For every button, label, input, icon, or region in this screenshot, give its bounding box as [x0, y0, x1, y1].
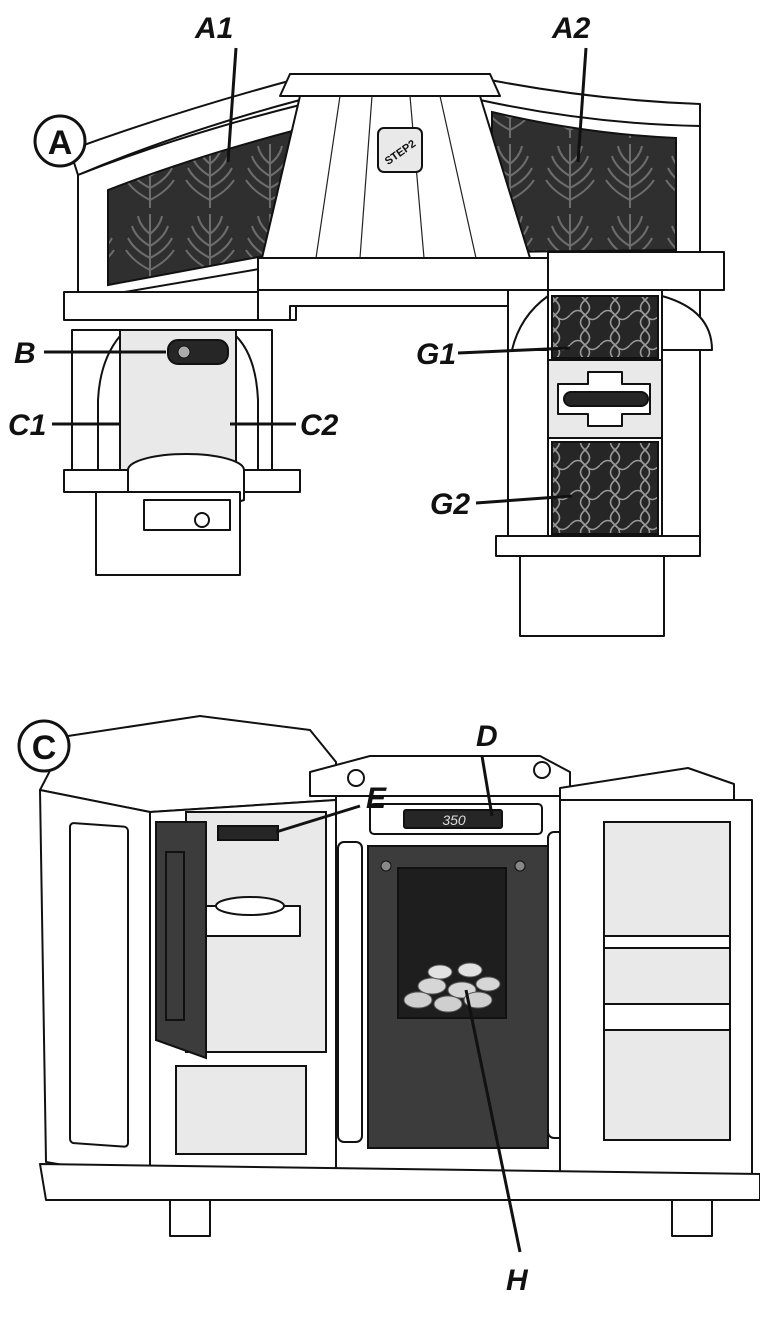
right-cabinet-shelf: [603, 1003, 731, 1031]
oven-cupcakes: [403, 962, 501, 1013]
right-cabinet-top: [559, 767, 735, 801]
center-shelf: [257, 289, 549, 321]
fridge-door-handle: [165, 851, 185, 1021]
label-c2: C2: [300, 409, 339, 442]
label-a1: A1: [194, 12, 233, 45]
label-g2: G2: [430, 488, 470, 521]
hutch-illustration: STEP2: [63, 73, 725, 637]
left-shelf: [63, 291, 297, 321]
step2-logo-badge: [377, 127, 423, 173]
right-cabinet-opening: [603, 821, 731, 1141]
base-plinth: [39, 1163, 760, 1201]
callout-a-letter: A: [48, 124, 73, 162]
tall-cabinet-side-panel: [69, 822, 129, 1148]
towel-bar-slot: [563, 391, 649, 407]
fridge-door: [155, 821, 207, 1060]
oven-left-trim: [337, 841, 363, 1143]
right-shelf: [547, 251, 725, 291]
leader-g2: [475, 494, 573, 505]
leader-e: [275, 804, 361, 834]
left-foot: [169, 1199, 211, 1237]
panel-a2: [491, 110, 677, 254]
label-a2: A2: [551, 12, 591, 45]
kitchen-base-illustration: 350: [39, 715, 760, 1237]
label-d: D: [476, 720, 498, 753]
right-bracket-left-column: [235, 335, 259, 471]
dispenser-control-b: [167, 339, 229, 365]
tile-panel-g2: [551, 441, 659, 535]
leader-a1: [226, 47, 238, 163]
callout-c-letter: C: [32, 729, 57, 767]
label-g1: G1: [416, 338, 456, 371]
leader-d: [480, 755, 494, 817]
leader-h: [464, 989, 522, 1253]
label-c1: C1: [8, 409, 46, 442]
ice-dispenser-e: [217, 825, 279, 841]
right-cabinet-upper-shelf: [603, 935, 731, 949]
lower-left-cubby: [175, 1065, 307, 1155]
right-foot: [671, 1199, 713, 1237]
dispenser-tray: [143, 499, 231, 531]
callout-a: A: [33, 114, 87, 168]
callout-c: C: [17, 719, 71, 773]
left-bracket: [97, 335, 121, 471]
fridge-cup: [215, 896, 285, 916]
dispenser-knob: [194, 512, 210, 528]
oven-display-d: [403, 809, 503, 829]
right-base-rail: [495, 535, 701, 557]
label-e: E: [366, 782, 387, 815]
stovetop: [309, 755, 571, 797]
right-col-right-bracket: [661, 295, 713, 351]
label-h: H: [506, 1264, 529, 1297]
oven-temperature-readout: 350: [442, 812, 466, 828]
tile-panel-g1: [551, 295, 659, 359]
leader-a2: [576, 47, 588, 163]
hood-cap: [279, 73, 501, 97]
leader-g1: [457, 346, 571, 355]
tall-cabinet-top: [39, 715, 337, 813]
right-base-block: [519, 555, 665, 637]
label-b: B: [14, 337, 36, 370]
hood-base: [257, 257, 549, 291]
